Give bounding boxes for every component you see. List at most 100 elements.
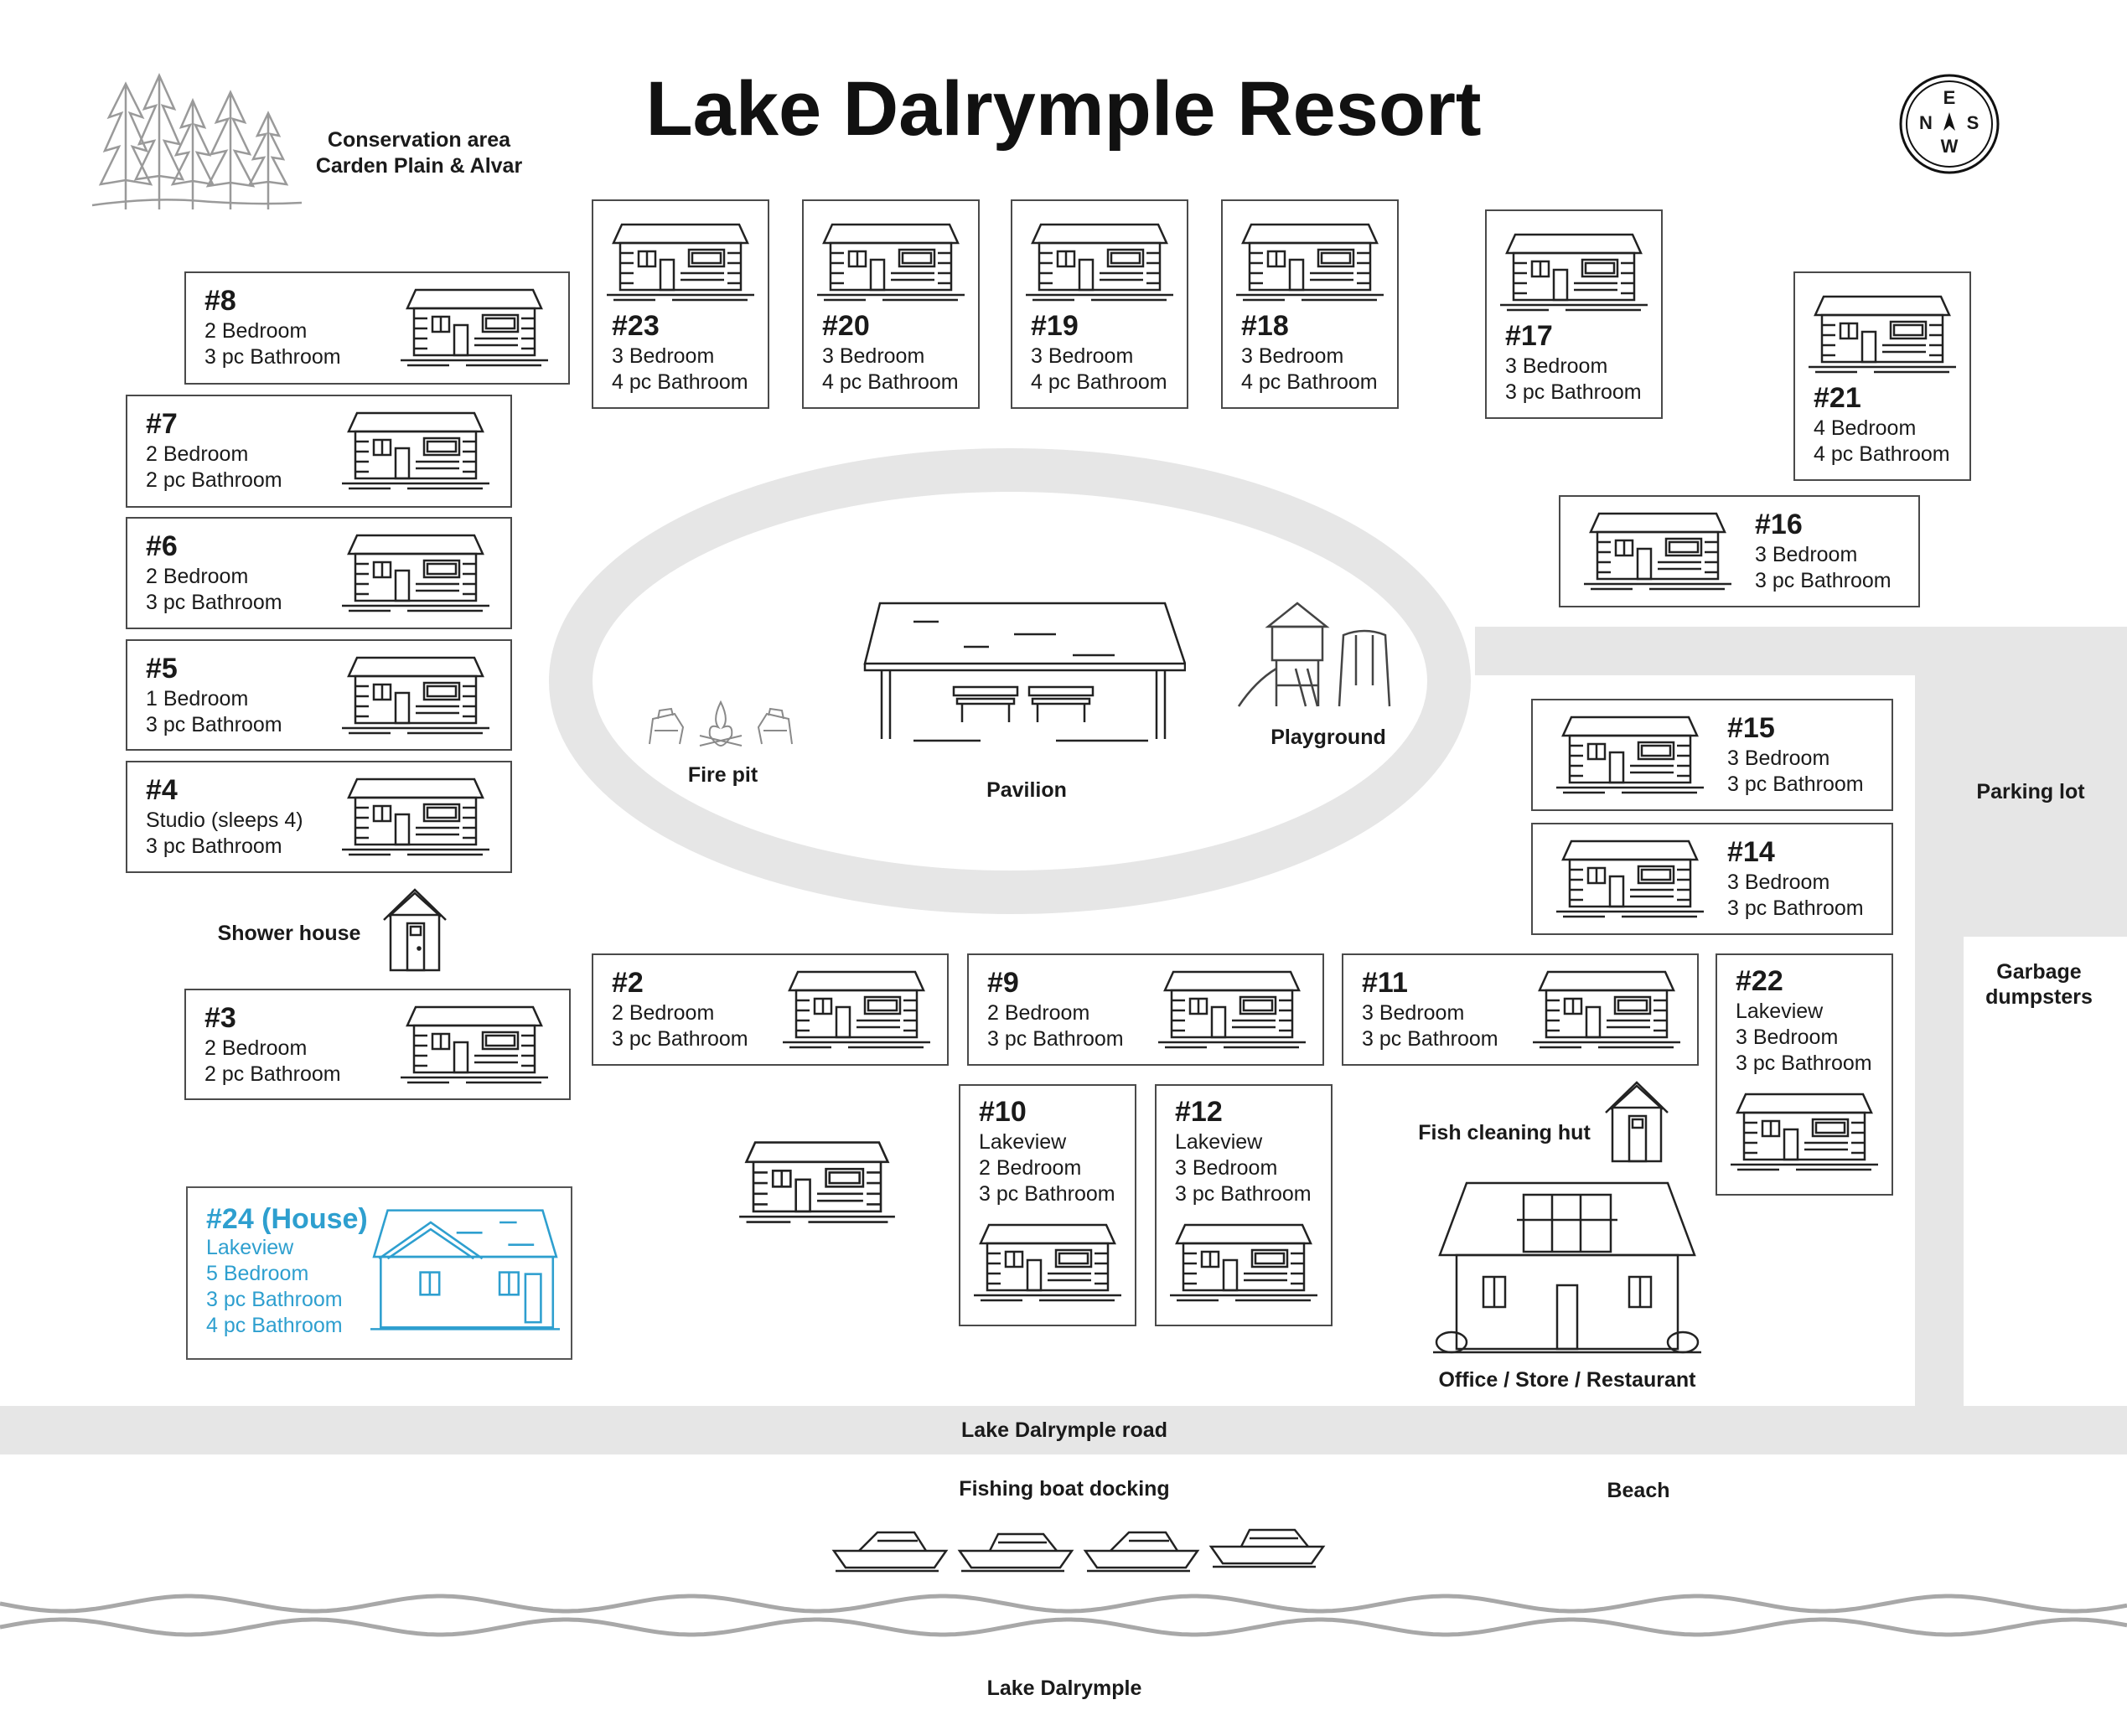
cabin-detail: 2 Bedroom — [146, 442, 249, 466]
cabin-detail: 3 pc Bathroom — [1727, 772, 1864, 796]
cabin-detail: 3 Bedroom — [1736, 1026, 1839, 1049]
shower-house-label: Shower house — [217, 922, 361, 945]
parking-lot-label: Parking lot — [1976, 780, 2085, 803]
cabin-detail: 3 pc Bathroom — [1727, 896, 1864, 920]
cabin-detail: 3 pc Bathroom — [979, 1182, 1115, 1206]
cabin-detail: Lakeview — [1175, 1130, 1263, 1154]
conservation-label-1: Conservation area — [327, 128, 511, 152]
compass-e: E — [1943, 87, 1956, 108]
cabin-detail: 3 Bedroom — [1727, 747, 1830, 770]
house-24-icon — [370, 1209, 560, 1330]
office-label: Office / Store / Restaurant — [1438, 1368, 1696, 1392]
cabin-detail: 4 pc Bathroom — [612, 370, 748, 394]
cabin-number: #11 — [1362, 967, 1408, 999]
cabin-detail: 3 pc Bathroom — [206, 1288, 343, 1311]
cabin-icon — [342, 656, 489, 735]
cabin-detail: 3 pc Bathroom — [1755, 569, 1892, 592]
compass-icon — [1899, 74, 2000, 174]
page-title: Lake Dalrymple Resort — [645, 66, 1482, 152]
shower-house-icon — [383, 888, 447, 972]
fire-pit-icon — [649, 700, 793, 747]
cabin-detail: 2 Bedroom — [204, 319, 308, 343]
cabin-unlabeled-icon — [739, 1141, 895, 1223]
cabin-detail: 3 pc Bathroom — [204, 345, 341, 369]
cabin-detail: Studio (sleeps 4) — [146, 809, 303, 832]
playground-icon — [1237, 602, 1391, 707]
cabin-icon — [1556, 840, 1704, 918]
cabin-detail: 4 pc Bathroom — [1031, 370, 1167, 394]
trees-icon — [91, 72, 303, 209]
parking-band — [1964, 627, 2127, 938]
cabin-number: #3 — [204, 1002, 236, 1034]
cabin-number: #4 — [146, 774, 178, 806]
compass-n: N — [1919, 112, 1933, 133]
cabin-icon — [1584, 512, 1731, 591]
cabin-icon — [783, 970, 930, 1049]
lake-waves — [0, 1594, 2127, 1637]
cabin-detail: 3 pc Bathroom — [1175, 1182, 1312, 1206]
cabin-detail: 2 Bedroom — [979, 1156, 1082, 1180]
right-lower-band — [1964, 937, 2127, 1406]
cabin-number: #20 — [822, 310, 870, 342]
cabin-icon — [1158, 970, 1306, 1049]
cabin-icon — [342, 411, 489, 490]
cabin-detail: 3 Bedroom — [822, 344, 925, 368]
cabin-number: #22 — [1736, 965, 1783, 997]
cabin-detail: 2 Bedroom — [204, 1036, 308, 1060]
cabin-detail: 4 Bedroom — [1814, 416, 1917, 440]
cabin-detail: 3 pc Bathroom — [612, 1027, 748, 1051]
garbage-label-2: dumpsters — [1985, 985, 2093, 1009]
cabin-icon — [401, 288, 548, 367]
cabin-detail: 3 pc Bathroom — [987, 1027, 1124, 1051]
cabin-number: #7 — [146, 408, 178, 440]
cabin-icon — [974, 1223, 1121, 1302]
cabin-icon — [1170, 1223, 1317, 1302]
cabin-detail: Lakeview — [206, 1236, 294, 1259]
cabin-detail: 2 pc Bathroom — [204, 1062, 341, 1086]
cabin-detail: Lakeview — [1736, 1000, 1824, 1023]
cabin-detail: 3 Bedroom — [1031, 344, 1134, 368]
compass-s: S — [1966, 112, 1980, 133]
cabin-number: #12 — [1175, 1096, 1223, 1128]
playground-label: Playground — [1271, 726, 1386, 749]
cabin-number: #15 — [1727, 712, 1775, 744]
pavilion-icon — [863, 602, 1186, 742]
cabin-number: #23 — [612, 310, 660, 342]
cabin-detail: 3 Bedroom — [612, 344, 715, 368]
cabin-detail: 5 Bedroom — [206, 1262, 309, 1285]
cabin-number: #10 — [979, 1096, 1027, 1128]
cabin-icon — [607, 223, 754, 302]
cabin-detail: 3 Bedroom — [1175, 1156, 1278, 1180]
garbage-label-1: Garbage — [1996, 960, 2082, 984]
cabin-detail: 2 Bedroom — [987, 1001, 1090, 1025]
cabin-detail: Lakeview — [979, 1130, 1067, 1154]
cabin-detail: 3 Bedroom — [1362, 1001, 1465, 1025]
cabin-detail: 3 pc Bathroom — [146, 713, 282, 736]
cabin-number: #6 — [146, 530, 178, 562]
cabin-detail: 3 pc Bathroom — [146, 834, 282, 858]
office-building-icon — [1433, 1181, 1701, 1354]
